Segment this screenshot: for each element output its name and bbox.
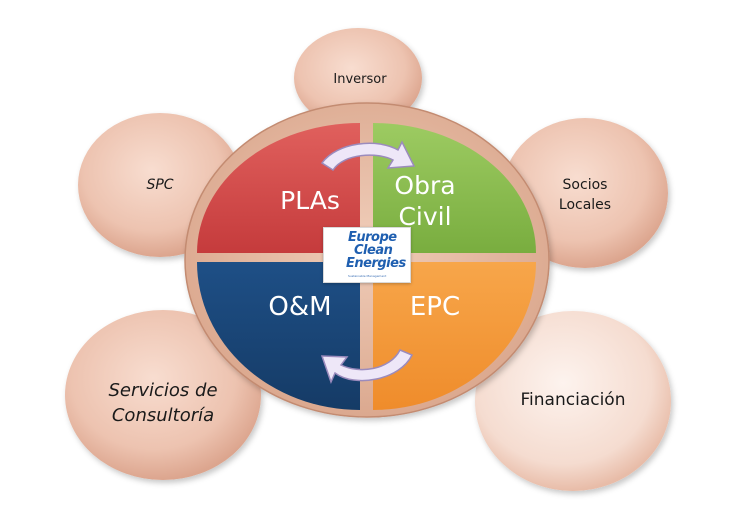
label-socios-locales: Socios Locales xyxy=(558,177,612,213)
label-spc: SPC xyxy=(146,177,174,193)
logo-text-line2: Clean xyxy=(354,243,393,258)
label-obra-civil: Obra Civil xyxy=(394,171,456,231)
cycle-arrow-bottom xyxy=(320,349,414,385)
bubble-financiacion xyxy=(475,311,671,491)
logo-tagline: Sustainable Management xyxy=(348,274,387,278)
label-plas: PLAs xyxy=(280,186,340,215)
cycle-arrow-top xyxy=(320,140,416,172)
europe-clean-energies-logo: Europe Clean Energies Sustainable Manage… xyxy=(323,227,411,283)
bubble-inversor xyxy=(294,28,422,128)
bubble-servicios xyxy=(65,310,261,480)
label-servicios-consultoria: Servicios de Consultoría xyxy=(108,380,218,426)
logo-text-line3: Energies xyxy=(346,256,406,271)
label-financiacion: Financiación xyxy=(520,390,626,410)
label-epc: EPC xyxy=(409,292,461,322)
logo-text-line1: Europe xyxy=(348,230,397,245)
label-inversor: Inversor xyxy=(333,72,387,87)
quadrant-om xyxy=(197,262,360,410)
quadrant-plas xyxy=(197,123,360,253)
label-om: O&M xyxy=(268,292,332,322)
quadrant-obra-civil xyxy=(373,123,536,253)
quadrant-epc xyxy=(373,262,536,410)
